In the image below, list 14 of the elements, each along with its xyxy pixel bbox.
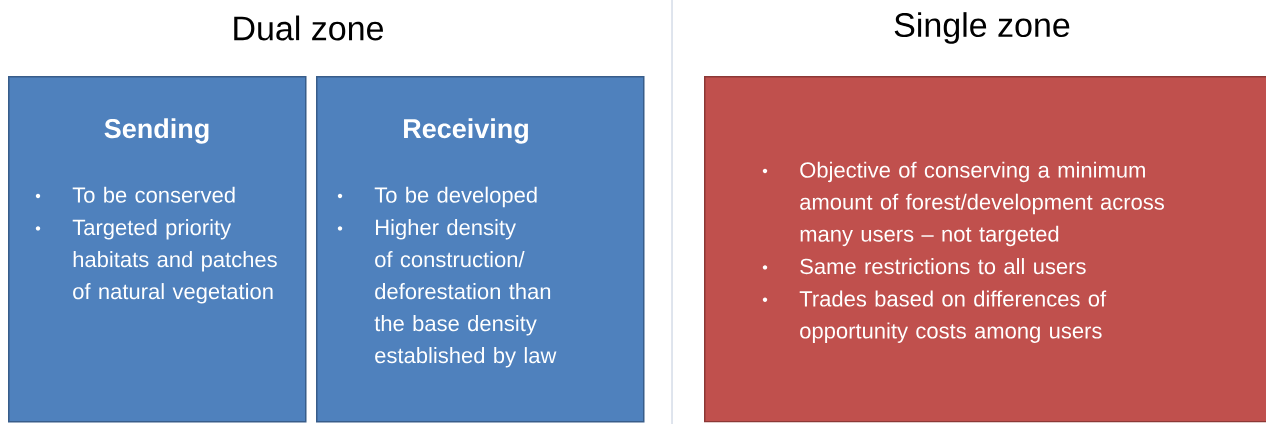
content-box [316, 76, 645, 423]
section-heading: Dual zone [234, 15, 383, 41]
bullet-item: To be conserved [35, 186, 235, 203]
heading: Receiving [404, 118, 528, 144]
content-box [704, 76, 1266, 423]
bullet-item: Trades based on differences of opportunity costs among users [762, 290, 1107, 343]
heading: Sending [104, 118, 209, 144]
content-box [8, 76, 307, 423]
bullet-item: Same restrictions to all users [762, 258, 1086, 275]
section-heading: Single zone [894, 12, 1070, 44]
bullet-item: Targeted priority habitats and patches of natural vegetation [35, 219, 277, 304]
bullet-item: To be developed [337, 186, 537, 208]
bullet-item: Objective of conserving a minimum amount of forest/development across many users – not targeted [762, 161, 1164, 247]
bullet-item: Higher density of construction/ deforestation than the base density established by law [337, 219, 557, 368]
